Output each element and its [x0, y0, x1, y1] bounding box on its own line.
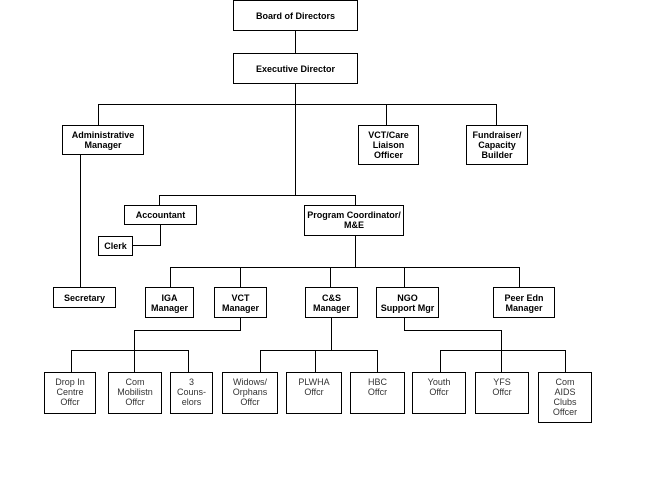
node-label: Com Mobilistn Offcr	[117, 377, 153, 407]
node-label: HBC Offcr	[367, 377, 388, 397]
node-label: Drop In Centre Offcr	[55, 377, 85, 407]
node-widows-orphans-officer: Widows/ Orphans Offcr	[222, 372, 278, 414]
node-label: NGO Support Mgr	[380, 292, 435, 313]
node-label: Accountant	[135, 210, 186, 220]
connector-vct-mgr-down	[134, 318, 241, 350]
node-label: Board of Directors	[255, 10, 335, 21]
node-label: Secretary	[63, 292, 106, 303]
node-label: YFS Offcr	[492, 377, 512, 397]
node-com-mobilisation-officer: Com Mobilistn Offcr	[108, 372, 162, 414]
node-label: Fundraiser/ Capacity Builder	[472, 130, 522, 160]
node-accountant: Accountant	[124, 205, 197, 225]
node-cs-manager: C&S Manager	[305, 287, 358, 318]
node-label: Executive Director	[255, 63, 336, 74]
node-counselors: 3 Couns- elors	[170, 372, 213, 414]
node-executive-director: Executive Director	[233, 53, 358, 84]
node-label: Peer Edn Manager	[504, 292, 544, 313]
node-board-of-directors: Board of Directors	[233, 0, 358, 31]
node-label: Program Coordinator/ M&E	[307, 210, 401, 230]
node-label: VCT/Care Liaison Officer	[368, 130, 409, 160]
node-hbc-officer: HBC Offcr	[350, 372, 405, 414]
node-label: Com AIDS Clubs Offcer	[552, 377, 578, 417]
node-label: Administrative Manager	[71, 130, 135, 150]
node-plwha-officer: PLWHA Offcr	[286, 372, 342, 414]
node-youth-officer: Youth Offcr	[412, 372, 466, 414]
node-label: C&S Manager	[312, 292, 350, 313]
node-program-coordinator: Program Coordinator/ M&E	[304, 205, 404, 236]
node-administrative-manager: Administrative Manager	[62, 125, 144, 155]
node-label: PLWHA Offcr	[298, 377, 330, 397]
node-label: VCT Manager	[221, 292, 259, 313]
node-com-aids-clubs-officer: Com AIDS Clubs Offcer	[538, 372, 592, 423]
node-secretary: Secretary	[53, 287, 116, 308]
node-label: Clerk	[104, 241, 127, 251]
node-peer-edn-manager: Peer Edn Manager	[493, 287, 555, 318]
node-fundraiser-capacity-builder: Fundraiser/ Capacity Builder	[466, 125, 528, 165]
node-label: Widows/ Orphans Offcr	[232, 377, 268, 407]
connector-ngo-down	[404, 318, 502, 350]
connector-accountant-clerk	[133, 225, 161, 246]
node-label: IGA Manager	[150, 292, 188, 313]
node-label: 3 Couns- elors	[176, 377, 206, 407]
node-label: Youth Offcr	[427, 377, 451, 397]
node-vct-care-liaison-officer: VCT/Care Liaison Officer	[358, 125, 419, 165]
node-ngo-support-mgr: NGO Support Mgr	[376, 287, 439, 318]
node-drop-in-centre-officer: Drop In Centre Offcr	[44, 372, 96, 414]
node-iga-manager: IGA Manager	[145, 287, 194, 318]
node-vct-manager: VCT Manager	[214, 287, 267, 318]
node-yfs-officer: YFS Offcr	[475, 372, 529, 414]
node-clerk: Clerk	[98, 236, 133, 256]
